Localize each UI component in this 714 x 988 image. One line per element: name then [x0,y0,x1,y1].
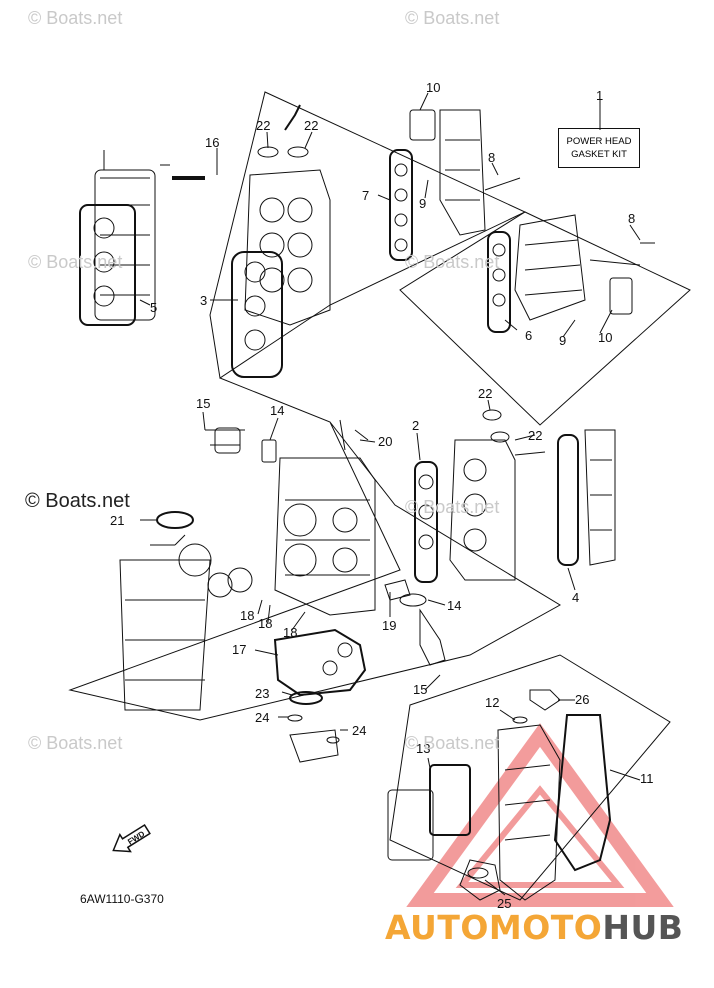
callout-22-b: 22 [304,118,318,133]
callout-14-top: 14 [270,403,284,418]
callout-17: 17 [232,642,246,657]
part-exhaust-cover-right [487,214,655,333]
callout-24-right: 24 [352,723,366,738]
callout-10-top: 10 [426,80,440,95]
part-crankshaft-block [119,511,253,711]
callout-8-right: 8 [628,211,635,226]
callout-18-b: 18 [258,616,272,631]
watermark-3: © Boats.net [28,252,123,272]
callout-10-right: 10 [598,330,612,345]
callout-15-bottom: 15 [413,682,427,697]
part-o-ring-23 [289,691,323,705]
callout-1: 1 [596,88,603,103]
watermark-8: © Boats.net [405,733,500,753]
kit-label-line1: POWER HEAD [566,136,632,147]
callout-7: 7 [362,188,369,203]
callout-25: 25 [497,896,511,911]
callout-22-a: 22 [256,118,270,133]
callout-18-a: 18 [240,608,254,623]
diagram-code: 6AW1110-G370 [80,892,164,906]
callout-15-top: 15 [196,396,210,411]
automotohub-logo: AUTOMOTOHUB [385,908,683,947]
callout-5: 5 [150,300,157,315]
callout-4: 4 [572,590,579,605]
callout-6: 6 [525,328,532,343]
lower-group-outline [389,654,671,901]
callout-12: 12 [485,695,499,710]
part-crankcase [205,419,376,616]
callout-9-right: 9 [559,333,566,348]
logo-part1: AUTO [385,908,489,947]
logo-part3: HUB [602,908,684,947]
callout-3: 3 [200,293,207,308]
callout-22-c: 22 [478,386,492,401]
callout-16: 16 [205,135,219,150]
part-fitting-14 [384,579,446,666]
part-thermostat-24 [287,714,340,763]
callout-19: 19 [382,618,396,633]
kit-label-line2: GASKET KIT [571,149,627,160]
watermark-7: © Boats.net [28,733,123,753]
cylinder-head-group-outline [209,91,527,379]
callout-labels: 1 2 3 4 5 6 7 8 8 9 9 10 10 11 12 13 14 … [110,80,654,911]
callout-20: 20 [378,434,392,449]
callout-21: 21 [110,513,124,528]
callout-13: 13 [416,741,430,756]
callout-24-left: 24 [255,710,269,725]
fwd-arrow-icon: FWD [112,824,151,853]
logo-triangle [406,723,674,907]
callout-23: 23 [255,686,269,701]
watermark-6: © Boats.net [405,497,500,517]
callout-22-d: 22 [528,428,542,443]
watermark-1: © Boats.net [28,8,123,28]
part-cylinder-head-right [414,409,616,583]
watermark-5: © Boats.net [25,490,130,512]
callout-9-top: 9 [419,196,426,211]
part-gasket-17 [273,628,367,697]
callout-8-top: 8 [488,150,495,165]
callout-26: 26 [575,692,589,707]
part-cylinder-head-left [79,150,170,326]
part-exhaust-gasket-top [389,109,521,261]
gasket-kit-label: POWER HEAD GASKET KIT [558,128,640,168]
watermark-2: © Boats.net [405,8,500,28]
callout-11: 11 [640,771,654,786]
watermark-4: © Boats.net [405,252,500,272]
part-lower-assembly [387,689,612,901]
leader-lines [139,92,641,896]
callout-14-bottom: 14 [447,598,461,613]
logo-part2: MOTO [488,908,603,947]
exhaust-group-outline [399,211,691,426]
part-cylinder-head-top [172,104,331,378]
crankcase-group-outline [68,377,561,721]
callout-2: 2 [412,418,419,433]
callout-18-c: 18 [283,625,297,640]
